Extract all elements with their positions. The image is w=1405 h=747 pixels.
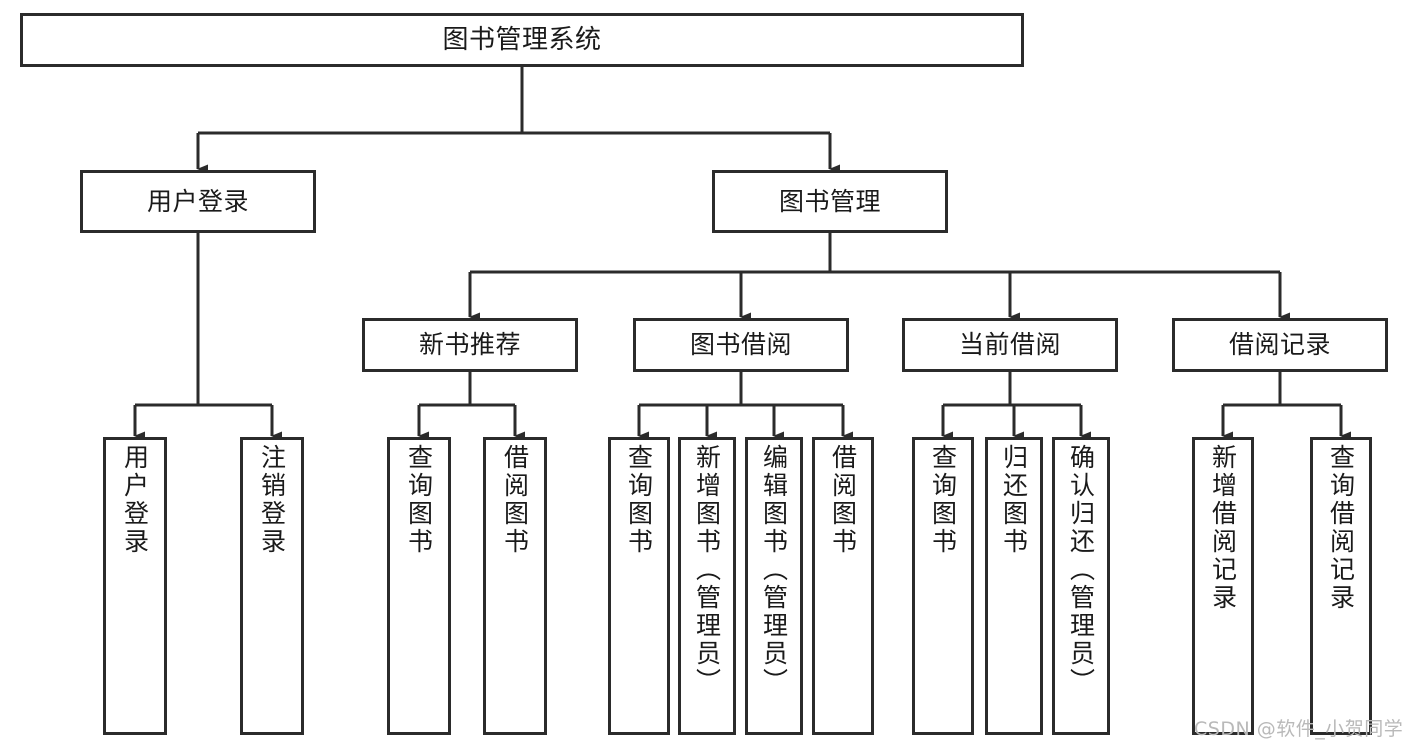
node-current-borrow[interactable]: 当前借阅 bbox=[902, 318, 1118, 372]
node-leaf-borrow-book-2[interactable]: 借阅图书 bbox=[812, 437, 874, 735]
node-leaf-edit-book[interactable]: 编辑图书（管理员） bbox=[745, 437, 803, 735]
node-label: 用户登录 bbox=[146, 186, 249, 216]
node-leaf-borrow-book-1[interactable]: 借阅图书 bbox=[483, 437, 547, 735]
watermark-text: CSDN @软件_小贺同学 bbox=[1194, 718, 1404, 740]
node-leaf-logout[interactable]: 注销登录 bbox=[240, 437, 304, 735]
node-leaf-user-login[interactable]: 用户登录 bbox=[103, 437, 167, 735]
node-leaf-query-record[interactable]: 查询借阅记录 bbox=[1310, 437, 1372, 735]
node-leaf-confirm-ret[interactable]: 确认归还（管理员） bbox=[1052, 437, 1110, 735]
node-book-borrow[interactable]: 图书借阅 bbox=[633, 318, 849, 372]
node-label: 当前借阅 bbox=[958, 330, 1061, 360]
node-label: 用户登录 bbox=[120, 444, 150, 556]
node-root[interactable]: 图书管理系统 bbox=[20, 13, 1024, 67]
node-label: 注销登录 bbox=[257, 444, 287, 556]
node-label: 新增图书（管理员） bbox=[692, 444, 722, 696]
node-label: 确认归还（管理员） bbox=[1066, 444, 1096, 696]
node-leaf-query-book-1[interactable]: 查询图书 bbox=[387, 437, 451, 735]
node-leaf-query-book-3[interactable]: 查询图书 bbox=[912, 437, 974, 735]
node-label: 查询图书 bbox=[404, 444, 434, 556]
node-label: 新增借阅记录 bbox=[1208, 444, 1238, 612]
node-leaf-add-book[interactable]: 新增图书（管理员） bbox=[678, 437, 736, 735]
node-label: 查询借阅记录 bbox=[1326, 444, 1356, 612]
node-label: 借阅记录 bbox=[1228, 330, 1331, 360]
node-label: 查询图书 bbox=[928, 444, 958, 556]
node-label: 借阅图书 bbox=[828, 444, 858, 556]
node-label: 新书推荐 bbox=[418, 330, 521, 360]
node-borrow-record[interactable]: 借阅记录 bbox=[1172, 318, 1388, 372]
node-leaf-return-book[interactable]: 归还图书 bbox=[985, 437, 1043, 735]
node-leaf-add-record[interactable]: 新增借阅记录 bbox=[1192, 437, 1254, 735]
node-leaf-query-book-2[interactable]: 查询图书 bbox=[608, 437, 670, 735]
node-new-book-rec[interactable]: 新书推荐 bbox=[362, 318, 578, 372]
node-label: 借阅图书 bbox=[500, 444, 530, 556]
node-label: 图书管理系统 bbox=[442, 24, 602, 55]
node-label: 图书管理 bbox=[778, 186, 881, 216]
node-label: 归还图书 bbox=[999, 444, 1029, 556]
node-user-login[interactable]: 用户登录 bbox=[80, 170, 316, 233]
node-label: 图书借阅 bbox=[689, 330, 792, 360]
node-label: 查询图书 bbox=[624, 444, 654, 556]
node-book-manage[interactable]: 图书管理 bbox=[712, 170, 948, 233]
node-label: 编辑图书（管理员） bbox=[759, 444, 789, 696]
